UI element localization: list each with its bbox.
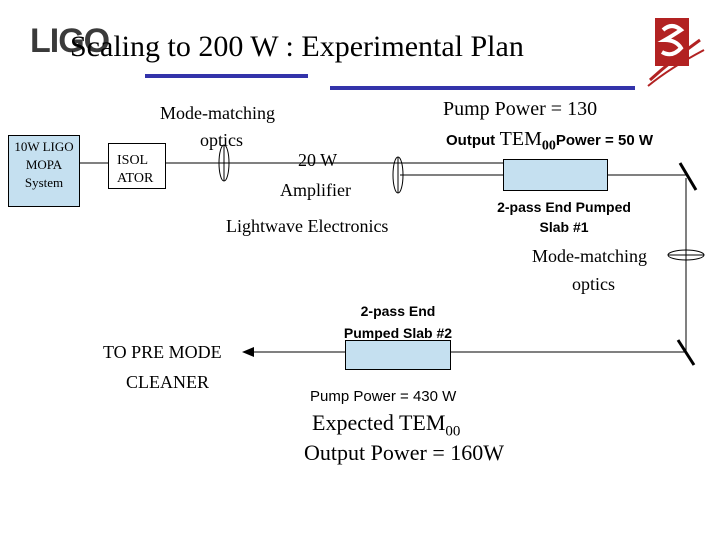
mode-matching-1-label-line2: optics — [200, 130, 243, 150]
amplifier-label-line2: Amplifier — [280, 180, 351, 200]
expected-output-label-line2: Output Power = 160W — [304, 440, 504, 465]
slab-2-label-line2: Pumped Slab #2 — [343, 325, 453, 341]
output-tem-prefix: Output — [446, 132, 496, 149]
slab-1-box — [503, 159, 608, 191]
isolator-label-line2: ATOR — [117, 171, 154, 186]
ligo-logo: LIGO — [30, 22, 110, 60]
mopa-label-line2: MOPA — [25, 157, 63, 172]
output-tem-subscript: 00 — [541, 138, 556, 154]
expected-tem-text: Expected TEM — [312, 410, 446, 435]
slab-2-label-line1: 2-pass End — [360, 303, 436, 319]
mirror-1-icon — [678, 162, 698, 191]
slab-1-label: 2-pass End Pumped Slab #1 — [484, 197, 644, 237]
arrow-to-pre-mode-cleaner-icon — [242, 347, 254, 357]
amplifier-label-line1: 20 W — [298, 150, 338, 170]
mopa-label-line1: 10W LIGO — [14, 139, 74, 154]
isolator-label-line1: ISOL — [117, 153, 149, 168]
mopa-system-box: 10W LIGO MOPA System — [8, 135, 80, 207]
mode-matching-1-label-line1: Mode-matching — [160, 103, 275, 123]
lens-2-icon — [392, 156, 404, 194]
pump-power-2-label: Pump Power = 430 W — [310, 388, 457, 405]
output-tem-text: TEM — [499, 128, 542, 150]
expected-tem-subscript: 00 — [445, 423, 461, 440]
output-tem-label: Output TEM00Power = 50 W — [446, 128, 653, 155]
expected-output-label-line1: Expected TEM00 — [312, 410, 460, 440]
slab-1-label-line1: 2-pass End Pumped — [497, 199, 631, 215]
pre-mode-cleaner-label-line1: TO PRE MODE — [103, 342, 222, 362]
output-tem-suffix: Power = 50 W — [555, 132, 653, 149]
mode-matching-2-label-line1: Mode-matching — [532, 246, 647, 266]
page-title: Scaling to 200 W : Experimental Plan — [70, 30, 524, 63]
university-emblem-icon — [647, 18, 705, 87]
slab-1-label-line2: Slab #1 — [539, 219, 589, 235]
mopa-label-line3: System — [24, 175, 64, 190]
lens-1-icon — [218, 144, 230, 182]
pre-mode-cleaner-label-line2: CLEANER — [126, 372, 209, 392]
slab-2-box — [345, 340, 451, 370]
lens-3-icon — [667, 249, 705, 261]
pump-power-1-label: Pump Power = 130 — [443, 98, 598, 120]
isolator-box: ISOL ATOR — [108, 143, 166, 189]
lightwave-label: Lightwave Electronics — [226, 216, 389, 236]
slab-2-label: 2-pass End Pumped Slab #2 — [338, 300, 458, 344]
mode-matching-2-label-line2: optics — [572, 274, 615, 294]
